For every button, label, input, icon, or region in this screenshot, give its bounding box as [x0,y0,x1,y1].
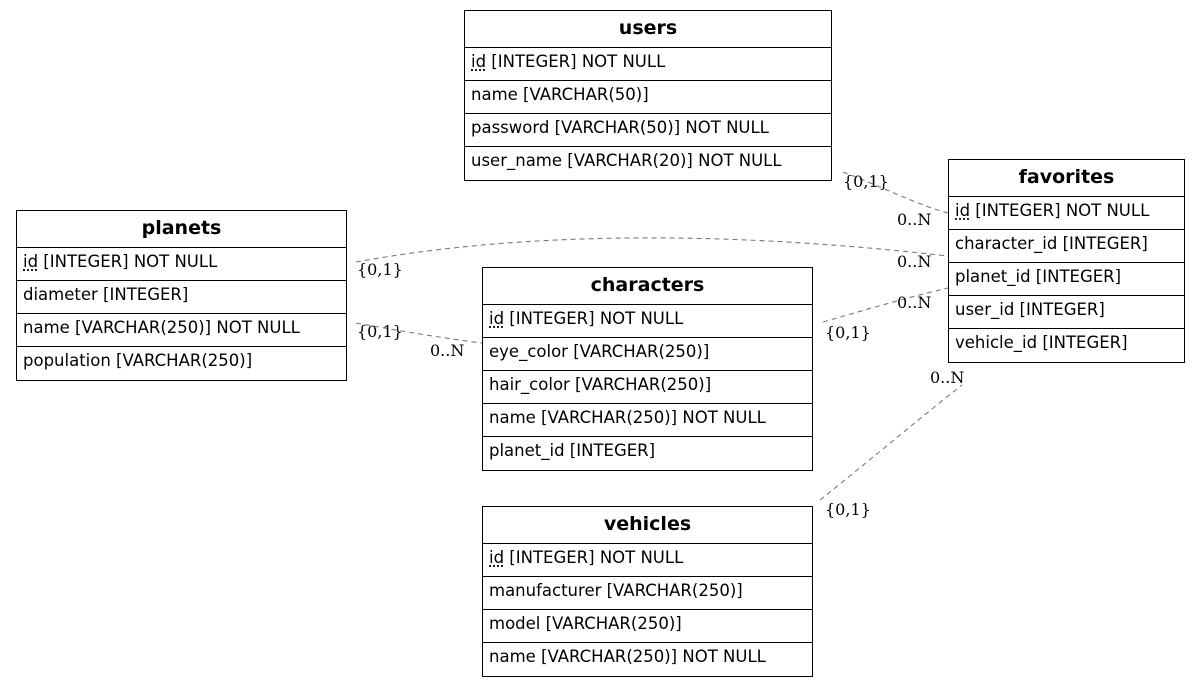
cardinality-one-label: {0,1} [825,323,871,342]
relationship-line [842,171,949,214]
column-row[interactable]: diameter [INTEGER] [17,281,346,314]
cardinality-many-label: 0..N [897,252,931,271]
relationship-planets-favorites: {0,1} 0..N [355,237,949,279]
relationship-characters-favorites: {0,1} 0..N [822,287,949,342]
column-type: [INTEGER] NOT NULL [970,201,1150,220]
column-row[interactable]: id [INTEGER] NOT NULL [17,248,346,281]
relationship-line [819,384,963,501]
column-row[interactable]: population [VARCHAR(250)] [23,351,253,370]
entity-planets[interactable]: planets id [INTEGER] NOT NULL diameter [… [16,210,347,381]
column-row[interactable]: vehicle_id [INTEGER] [955,333,1128,352]
relationship-users-favorites: {0,1} 0..N [842,171,949,229]
column-row[interactable]: planet_id [INTEGER] [489,441,656,460]
cardinality-many-label: 0..N [430,341,464,360]
column-row[interactable]: name [VARCHAR(250)] NOT NULL [17,314,346,347]
relationship-line [822,287,949,323]
column-row[interactable]: manufacturer [VARCHAR(250)] [483,577,812,610]
entity-characters[interactable]: characters id [INTEGER] NOT NULL eye_col… [482,267,813,471]
column-row[interactable]: eye_color [VARCHAR(250)] [483,338,812,371]
primary-key-name: id [955,201,971,220]
column-row[interactable]: id [INTEGER] NOT NULL [483,305,812,338]
entity-title: favorites [949,160,1184,197]
column-type: [INTEGER] NOT NULL [38,252,218,271]
column-type: [INTEGER] NOT NULL [486,52,666,71]
relationship-line [355,237,949,263]
column-row[interactable]: hair_color [VARCHAR(250)] [483,371,812,404]
relationship-line [355,322,483,344]
entity-title: users [465,11,831,48]
entity-title: vehicles [483,507,812,544]
primary-key-name: id [489,548,505,567]
relationship-planets-characters: {0,1} 0..N [355,322,483,360]
cardinality-many-label: 0..N [897,210,931,229]
primary-key-name: id [471,52,487,71]
column-row[interactable]: id [INTEGER] NOT NULL [483,544,812,577]
relationship-vehicles-favorites: {0,1} 0..N [819,368,964,519]
column-row[interactable]: character_id [INTEGER] [949,230,1184,263]
cardinality-one-label: {0,1} [357,260,403,279]
column-row[interactable]: name [VARCHAR(250)] NOT NULL [489,647,766,666]
entity-users[interactable]: users id [INTEGER] NOT NULL name [VARCHA… [464,10,832,181]
column-row[interactable]: id [INTEGER] NOT NULL [949,197,1184,230]
cardinality-one-label: {0,1} [825,500,871,519]
column-row[interactable]: password [VARCHAR(50)] NOT NULL [465,114,831,147]
entity-favorites[interactable]: favorites id [INTEGER] NOT NULL characte… [948,159,1185,363]
column-row[interactable]: id [INTEGER] NOT NULL [465,48,831,81]
column-row[interactable]: user_name [VARCHAR(20)] NOT NULL [471,151,782,170]
cardinality-one-label: {0,1} [357,322,403,341]
column-row[interactable]: model [VARCHAR(250)] [483,610,812,643]
entity-title: characters [483,268,812,305]
column-row[interactable]: planet_id [INTEGER] [949,263,1184,296]
primary-key-name: id [23,252,39,271]
cardinality-many-label: 0..N [930,368,964,387]
column-type: [INTEGER] NOT NULL [504,309,684,328]
column-row[interactable]: name [VARCHAR(250)] NOT NULL [483,404,812,437]
column-type: [INTEGER] NOT NULL [504,548,684,567]
entity-title: planets [17,211,346,248]
entity-vehicles[interactable]: vehicles id [INTEGER] NOT NULL manufactu… [482,506,813,677]
column-row[interactable]: user_id [INTEGER] [949,296,1184,329]
cardinality-one-label: {0,1} [843,172,889,191]
cardinality-many-label: 0..N [897,293,931,312]
column-row[interactable]: name [VARCHAR(50)] [465,81,831,114]
primary-key-name: id [489,309,505,328]
